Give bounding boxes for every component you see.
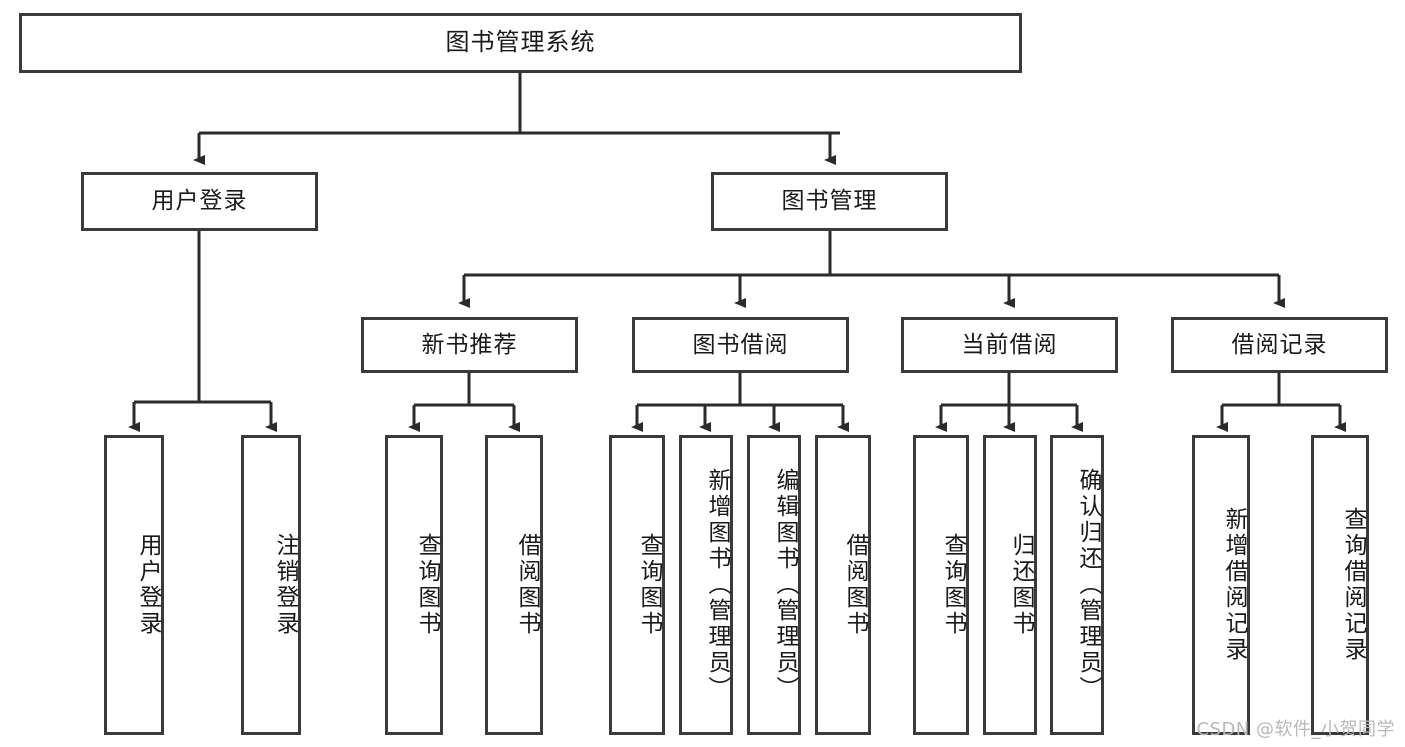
node-label: 借阅图书: [514, 533, 540, 637]
node-new-book-recommend[interactable]: 新书推荐: [361, 317, 578, 373]
leaf-user-login[interactable]: 用户登录: [104, 435, 164, 735]
node-borrow-records[interactable]: 借阅记录: [1171, 317, 1388, 373]
leaf-edit-book-admin[interactable]: 编辑图书（管理员）: [747, 435, 801, 735]
node-label: 查询图书: [636, 533, 662, 637]
leaf-query-borrow-record[interactable]: 查询借阅记录: [1311, 435, 1369, 735]
leaf-query-book-current[interactable]: 查询图书: [913, 435, 969, 735]
leaf-confirm-return-admin[interactable]: 确认归还（管理员）: [1050, 435, 1104, 735]
node-label: 图书管理系统: [445, 28, 596, 57]
node-current-borrow[interactable]: 当前借阅: [901, 317, 1118, 373]
node-label: 编辑图书（管理员）: [772, 468, 798, 702]
node-label: 查询图书: [940, 533, 966, 637]
node-label: 借阅记录: [1231, 331, 1328, 358]
node-book-management[interactable]: 图书管理: [711, 172, 948, 231]
node-label: 用户登录: [135, 533, 161, 637]
node-label: 查询借阅记录: [1340, 507, 1366, 663]
node-label: 图书管理: [781, 188, 878, 215]
node-label: 新书推荐: [421, 331, 518, 358]
node-book-borrow[interactable]: 图书借阅: [632, 317, 849, 373]
node-label: 确认归还（管理员）: [1075, 468, 1101, 702]
leaf-query-book-borrow[interactable]: 查询图书: [609, 435, 665, 735]
node-label: 借阅图书: [842, 533, 868, 637]
leaf-add-borrow-record[interactable]: 新增借阅记录: [1192, 435, 1250, 735]
leaf-borrow-book[interactable]: 借阅图书: [815, 435, 871, 735]
node-user-login[interactable]: 用户登录: [81, 172, 318, 231]
node-root-library-system[interactable]: 图书管理系统: [19, 13, 1022, 73]
node-label: 当前借阅: [961, 331, 1058, 358]
node-label: 查询图书: [414, 533, 440, 637]
leaf-return-book[interactable]: 归还图书: [983, 435, 1037, 735]
node-label: 新增借阅记录: [1221, 507, 1247, 663]
node-label: 用户登录: [151, 188, 248, 215]
leaf-query-book-recommend[interactable]: 查询图书: [385, 435, 443, 735]
leaf-logout[interactable]: 注销登录: [241, 435, 301, 735]
node-label: 图书借阅: [692, 331, 789, 358]
leaf-borrow-book-recommend[interactable]: 借阅图书: [485, 435, 543, 735]
node-label: 注销登录: [272, 533, 298, 637]
watermark-text: CSDN @软件_小贺同学: [1196, 719, 1395, 740]
leaf-add-book-admin[interactable]: 新增图书（管理员）: [679, 435, 733, 735]
node-label: 新增图书（管理员）: [704, 468, 730, 702]
node-label: 归还图书: [1008, 533, 1034, 637]
